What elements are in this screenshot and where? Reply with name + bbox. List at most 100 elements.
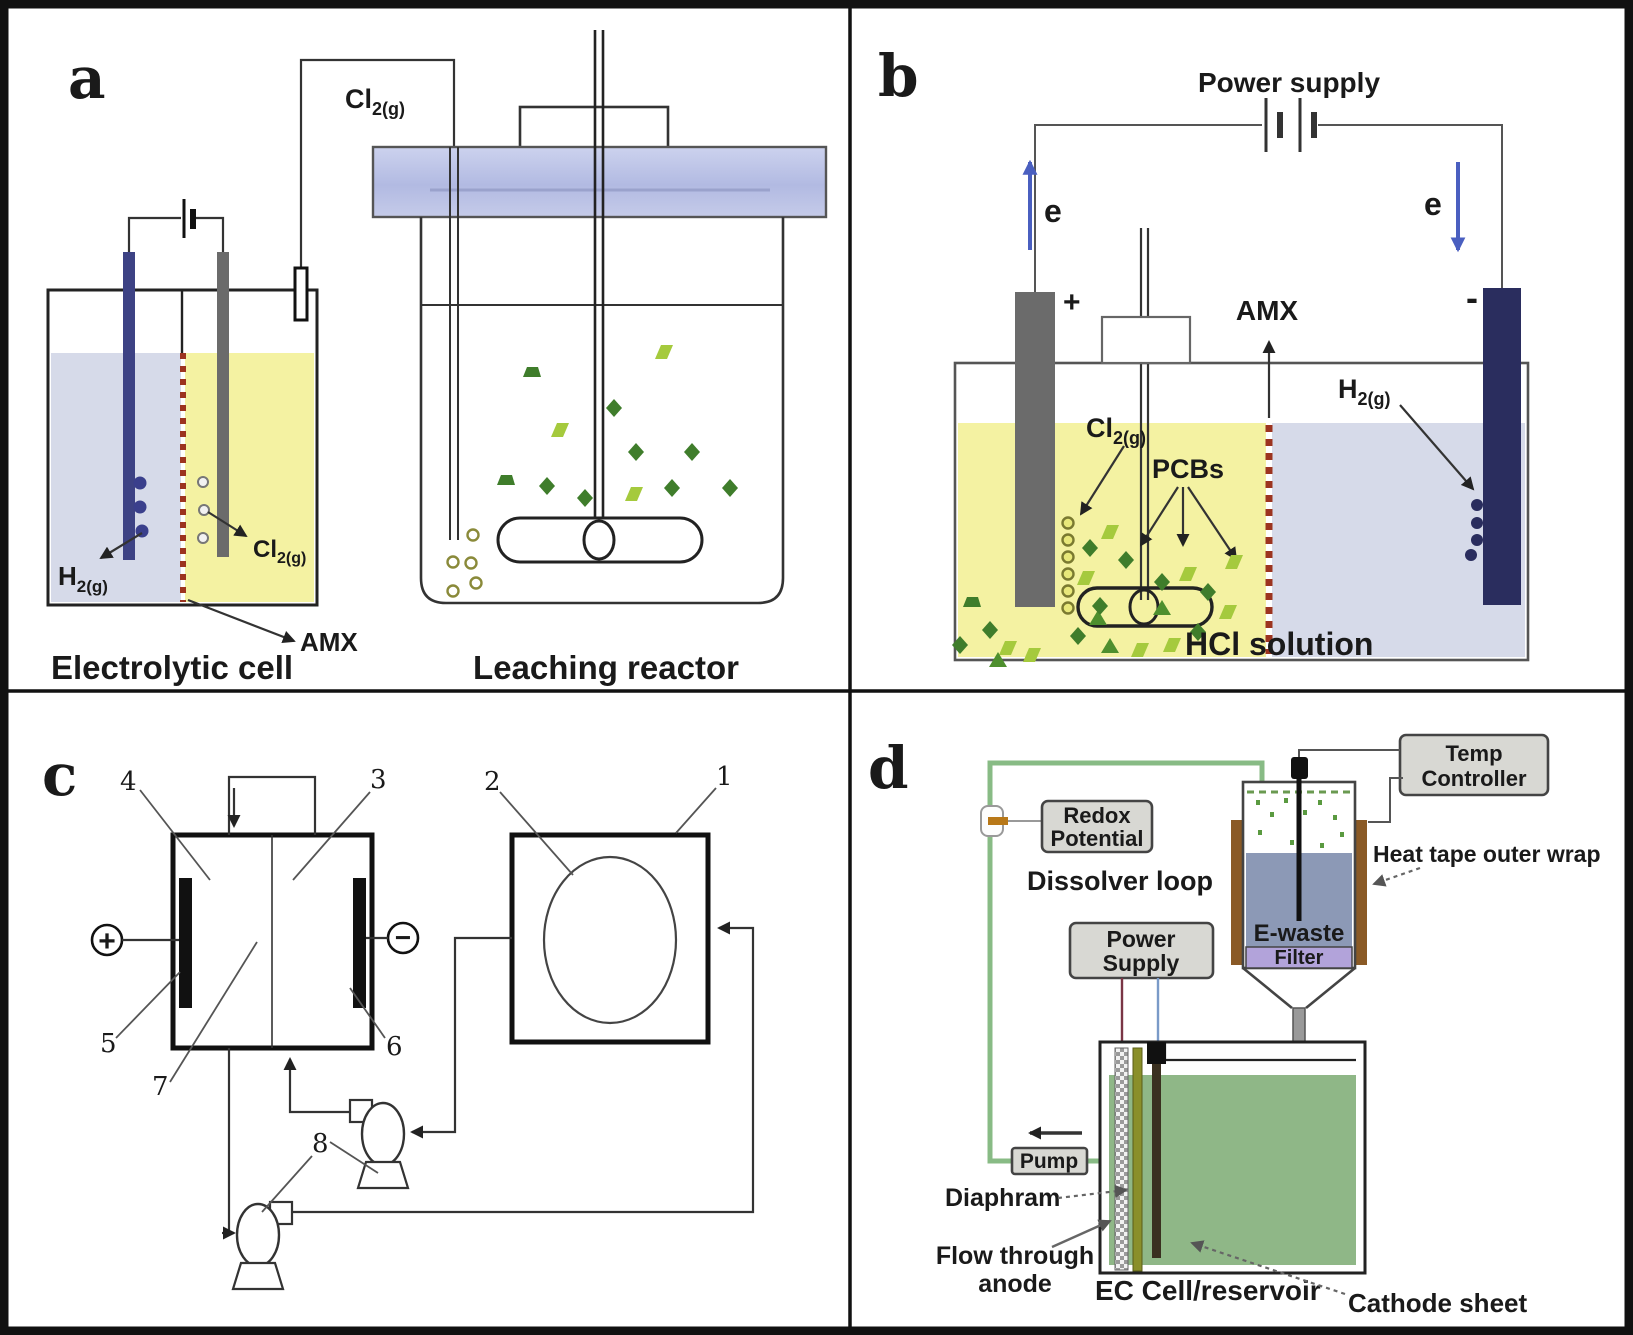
temp-line2: Controller <box>1421 766 1527 791</box>
battery-symbol <box>1264 98 1317 152</box>
panel-c: c + − <box>42 741 755 1291</box>
ewaste-label: E-waste <box>1254 920 1345 947</box>
leader-6 <box>349 987 386 1039</box>
gas-sparger-tube <box>449 147 459 540</box>
diaphram-arrow <box>1057 1184 1128 1200</box>
wire-anode-side <box>1034 124 1262 292</box>
ec-cell-label: EC Cell/reservoir <box>1095 1275 1321 1306</box>
leader-8b <box>329 1141 379 1174</box>
diaphram-label: Diaphram <box>945 1184 1060 1212</box>
electron-left-label: e <box>1044 193 1062 229</box>
diaphragm-strip <box>1132 1047 1143 1272</box>
cathode-sheet-label: Cathode sheet <box>1348 1288 1527 1318</box>
anode-electrode <box>217 252 229 557</box>
redox-probe-tip <box>988 817 1008 825</box>
panel-b: b Power supply e e + - AMX <box>878 42 1530 667</box>
pump-box <box>1010 1146 1089 1176</box>
h2-arrow-b <box>1399 404 1475 491</box>
redox-line1: Redox <box>1063 803 1131 828</box>
stirrer-shaft <box>593 30 605 556</box>
redox-potential-box <box>1040 799 1154 854</box>
label-7: 7 <box>152 1072 169 1102</box>
stir-bar-b <box>1076 586 1214 628</box>
temp-line1: Temp <box>1445 741 1502 766</box>
label-5: 5 <box>100 1029 117 1059</box>
flow-through-line1: Flow through <box>936 1242 1094 1270</box>
cathode-rod <box>1152 1064 1161 1258</box>
stirrer-to-controller-wire <box>1298 749 1400 757</box>
reactor-vessel <box>419 217 785 605</box>
cl2-cell-label: Cl2(g) <box>253 536 306 567</box>
cl2-arrow <box>207 511 248 538</box>
hydrogen-bubbles <box>133 476 149 538</box>
catholyte-compartment <box>51 353 181 602</box>
leaching-reactor-caption: Leaching reactor <box>473 649 739 686</box>
heat-tape-left <box>1231 820 1243 965</box>
temp-controller-box <box>1398 733 1550 797</box>
panel-c-letter: c <box>42 741 77 809</box>
hydrogen-dots-cathode <box>1465 499 1483 561</box>
h2-label: H2(g) <box>58 561 108 596</box>
electron-right-label: e <box>1424 186 1442 222</box>
stir-bar-hub <box>582 519 616 561</box>
pipe-tank-to-pump1 <box>410 936 512 1139</box>
flow-through-arrow <box>1051 1219 1112 1249</box>
cathode-sheet-arrow <box>1190 1240 1346 1296</box>
stirrer-guide-box <box>1100 315 1192 365</box>
dissolver-loop-tube <box>987 760 1265 1164</box>
hcl-solution-label: HCl solution <box>1185 626 1373 662</box>
filter-band <box>1245 946 1353 969</box>
leader-1 <box>675 787 717 834</box>
h2-label-b: H2(g) <box>1338 374 1391 409</box>
redox-line2: Potential <box>1051 826 1144 851</box>
leader-5 <box>115 971 181 1039</box>
pipe-pump1-to-cell <box>283 1057 352 1114</box>
anolyte-hcl <box>958 423 1266 657</box>
heat-tape-arrow <box>1372 866 1421 887</box>
label-8: 8 <box>312 1129 329 1159</box>
panel-a: a Cl2(g) H2(g) Cl2(g) AMX Electrolyti <box>46 30 828 686</box>
right-electrode-plate <box>353 878 366 1008</box>
cathode-minus-sign: - <box>1466 277 1478 318</box>
anode-bar <box>1015 292 1055 607</box>
ps-line1: Power <box>1106 926 1175 952</box>
panel-d-letter: d <box>868 734 909 802</box>
reservoir-liquid <box>1109 1075 1356 1265</box>
dissolver-specks <box>1256 798 1344 848</box>
pipe-pump2-to-tank <box>292 921 755 1214</box>
anode-plus-sign: + <box>1063 286 1081 319</box>
amx-label: AMX <box>300 627 358 657</box>
dissolver-stirrer-knob <box>1291 757 1308 779</box>
wire-cathode-side <box>1318 124 1503 288</box>
cell-top-duct <box>227 775 317 835</box>
dissolver-loop-label: Dissolver loop <box>1027 866 1213 896</box>
chlorine-bubbles <box>197 476 210 544</box>
pump-2 <box>231 1200 294 1291</box>
cathode-bar <box>1483 288 1521 605</box>
cl2-gas-line-label: Cl2(g) <box>345 84 405 119</box>
leader-4 <box>139 789 211 881</box>
leader-3 <box>292 791 371 881</box>
left-electrode-plate <box>179 878 192 1008</box>
label-3: 3 <box>370 765 387 795</box>
cathode-electrode <box>123 252 135 560</box>
wire-battery-to-anode <box>194 216 225 258</box>
heat-tape-label: Heat tape outer wrap <box>1373 841 1601 867</box>
pcbs-label: PCBs <box>1152 454 1224 484</box>
reactor-lid <box>371 145 828 219</box>
panel-d: d Redox Potential Dissolver loop Temp Co… <box>868 733 1601 1318</box>
filter-label: Filter <box>1275 947 1324 969</box>
wire-cathode-to-battery <box>127 216 181 258</box>
pump-label: Pump <box>1020 1150 1078 1173</box>
power-supply-box <box>1068 921 1215 980</box>
leader-7 <box>169 941 258 1083</box>
power-supply-label: Power supply <box>1198 67 1380 98</box>
amx-arrow <box>187 598 296 644</box>
funnel <box>1242 966 1356 1010</box>
label-4: 4 <box>120 767 137 797</box>
panel-a-letter: a <box>68 44 106 112</box>
flow-through-line2: anode <box>978 1270 1052 1298</box>
label-2: 2 <box>484 767 501 797</box>
